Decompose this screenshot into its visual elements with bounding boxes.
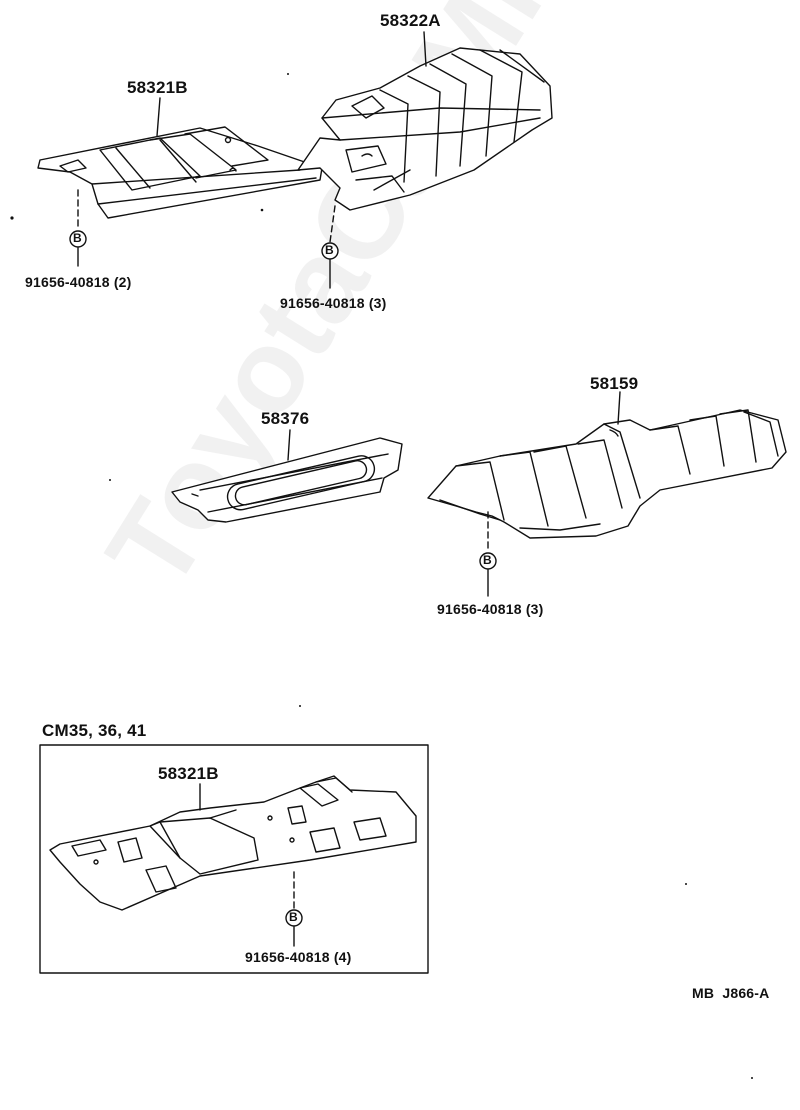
- bolt-symbol-b2-text: B: [325, 243, 334, 257]
- scan-specks: [10, 73, 753, 1079]
- part-58376-shape: [171, 437, 403, 523]
- part-number-58376: 58376: [261, 409, 310, 428]
- bolt-number-b2: 91656-40818 (3): [280, 295, 387, 311]
- bolt-number-b3: 91656-40818 (3): [437, 601, 544, 617]
- part-58322a-shape: [297, 47, 553, 211]
- part-58321b-top-shape: [37, 126, 323, 219]
- bolt-line-b2: [329, 205, 336, 243]
- part-number-58159: 58159: [590, 374, 639, 393]
- leader-58322a: [423, 31, 427, 67]
- bolt-symbol-b1-text: B: [73, 231, 82, 245]
- leader-58376: [287, 429, 291, 461]
- bolt-symbol-b4: [285, 909, 303, 927]
- leader-58321b-top: [156, 97, 161, 137]
- bolt-symbol-b2: [321, 242, 339, 260]
- part-number-58321b-box: 58321B: [158, 764, 219, 783]
- part-58159-shape: [427, 409, 787, 539]
- bolt-number-b4: 91656-40818 (4): [245, 949, 352, 965]
- bolt-symbol-b3-text: B: [483, 553, 492, 567]
- variant-box-frame: [39, 744, 429, 974]
- part-number-58322a: 58322A: [380, 11, 441, 30]
- variant-box-label: CM35, 36, 41: [42, 721, 147, 740]
- bolt-symbol-b4-text: B: [289, 910, 298, 924]
- bolt-symbol-b3: [479, 552, 497, 570]
- leader-58159: [617, 391, 621, 425]
- part-number-58321b-top: 58321B: [127, 78, 188, 97]
- bolt-number-b1: 91656-40818 (2): [25, 274, 132, 290]
- bolt-symbol-b1: [69, 230, 87, 248]
- diagram-reference-code: MB J866-A: [692, 985, 770, 1001]
- part-58321b-box-shape: [49, 775, 417, 911]
